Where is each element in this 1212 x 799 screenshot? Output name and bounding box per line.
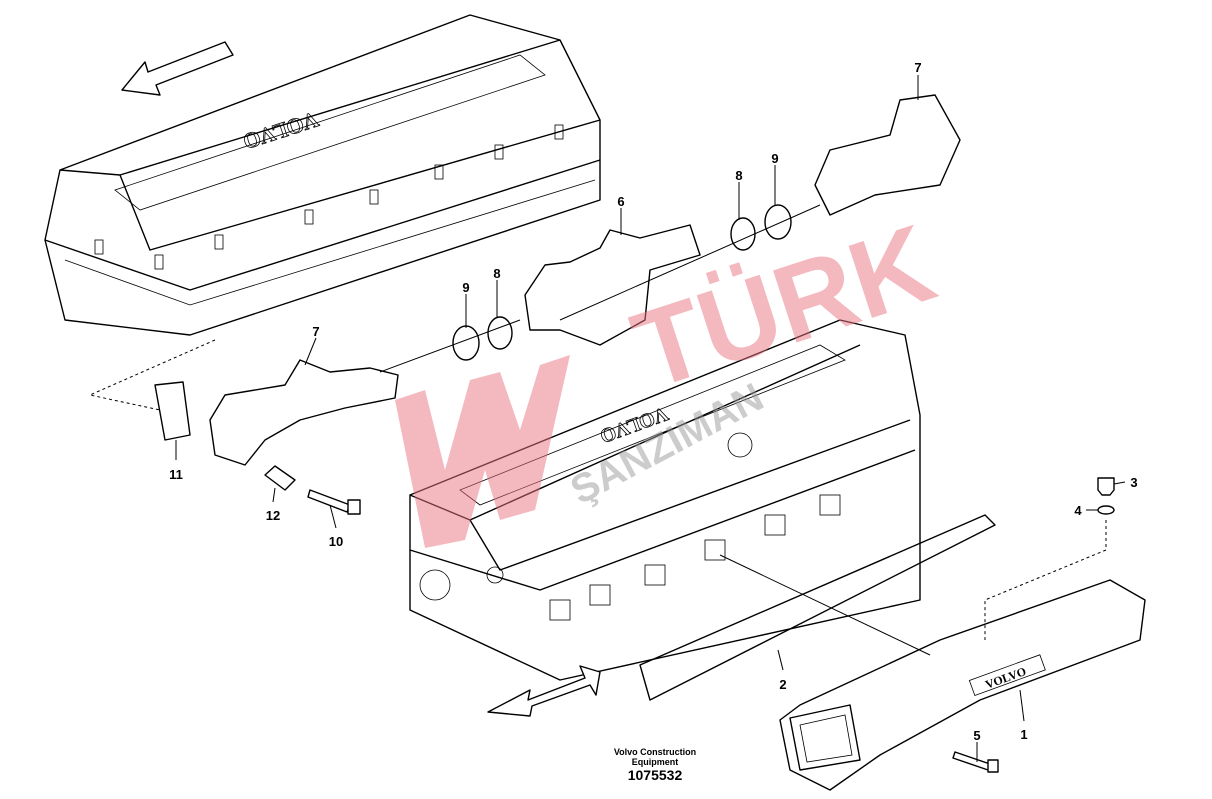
direction-arrow-icon bbox=[121, 41, 234, 96]
bolt-part-10 bbox=[307, 489, 361, 515]
callout-7: 7 bbox=[914, 60, 921, 75]
bolt-part-5 bbox=[952, 751, 999, 773]
company-line-1: Volvo Construction bbox=[613, 747, 697, 757]
callout-8: 8 bbox=[735, 168, 742, 183]
callout-1: 1 bbox=[1020, 727, 1027, 742]
callout-leaders bbox=[175, 75, 1126, 762]
company-line-2: Equipment bbox=[631, 757, 679, 767]
washer-part-4 bbox=[1097, 505, 1115, 515]
sleeve-part-9 bbox=[764, 204, 792, 240]
callout-8: 8 bbox=[493, 266, 500, 281]
spacer-part-12 bbox=[264, 465, 296, 491]
exhaust-pipe-part-7 bbox=[209, 359, 399, 466]
exhaust-pipe-part-7 bbox=[814, 94, 961, 216]
seal-ring-part-8 bbox=[487, 316, 513, 350]
gasket-part-2 bbox=[639, 514, 996, 701]
callout-9: 9 bbox=[462, 280, 469, 295]
callout-6: 6 bbox=[617, 194, 624, 209]
plug-part-3 bbox=[1097, 477, 1115, 496]
callout-10: 10 bbox=[329, 534, 343, 549]
footer-company: Volvo Construction Equipment bbox=[600, 747, 710, 767]
callout-2: 2 bbox=[779, 677, 786, 692]
upper-cylinder-head: VOLVO bbox=[44, 14, 601, 336]
direction-arrow-icon bbox=[487, 665, 601, 717]
callout-3: 3 bbox=[1130, 475, 1137, 490]
callout-5: 5 bbox=[973, 728, 980, 743]
callout-4: 4 bbox=[1074, 503, 1082, 518]
gasket-part-11 bbox=[154, 381, 191, 441]
exhaust-manifold-part-1: VOLVO bbox=[779, 579, 1146, 791]
part-number: 1075532 bbox=[627, 767, 683, 783]
seal-ring-part-8 bbox=[730, 217, 756, 251]
callout-11: 11 bbox=[169, 467, 183, 482]
callout-12: 12 bbox=[266, 508, 280, 523]
callout-7: 7 bbox=[312, 324, 319, 339]
callout-9: 9 bbox=[771, 151, 778, 166]
exhaust-pipe-part-6 bbox=[524, 224, 701, 346]
callout-labels: 7 8 9 6 9 8 7 11 12 10 3 4 2 1 5 bbox=[169, 60, 1137, 743]
